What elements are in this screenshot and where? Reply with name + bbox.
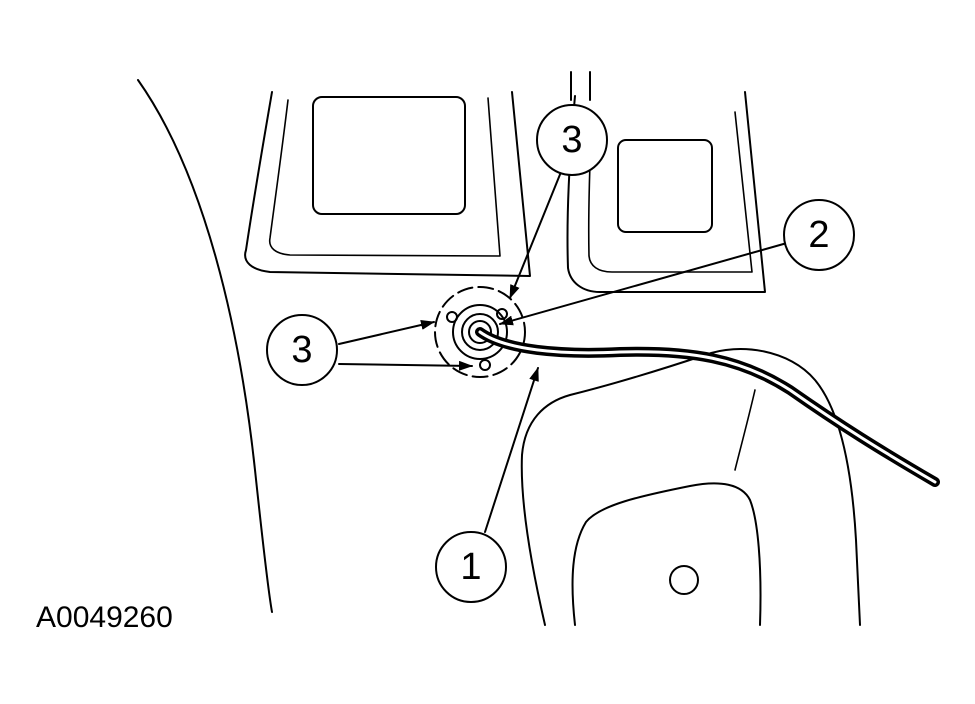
leader-3-top <box>509 171 562 299</box>
right-recess-panel <box>566 71 766 293</box>
body-panel-outline <box>137 79 273 613</box>
callout-3-left: 3 <box>266 314 338 386</box>
svg-text:1: 1 <box>460 546 481 588</box>
leader-3-lower <box>338 360 473 371</box>
wiring-harness <box>475 327 940 487</box>
leader-1 <box>484 367 539 533</box>
figure-id: A0049260 <box>36 601 173 634</box>
leader-3-upper <box>338 320 435 345</box>
svg-text:3: 3 <box>561 119 582 161</box>
grommet-assembly <box>434 286 526 378</box>
lower-bracket <box>520 348 861 626</box>
callout-3-top: 3 <box>536 104 608 176</box>
left-recess-panel <box>244 91 531 277</box>
leader-lines <box>338 171 788 533</box>
leader-2 <box>499 242 788 326</box>
svg-text:3: 3 <box>291 329 312 371</box>
svg-text:2: 2 <box>808 214 829 256</box>
screw-bottom <box>479 359 491 371</box>
callout-1: 1 <box>435 531 507 603</box>
callout-2: 2 <box>783 199 855 271</box>
screw-left <box>446 311 458 323</box>
